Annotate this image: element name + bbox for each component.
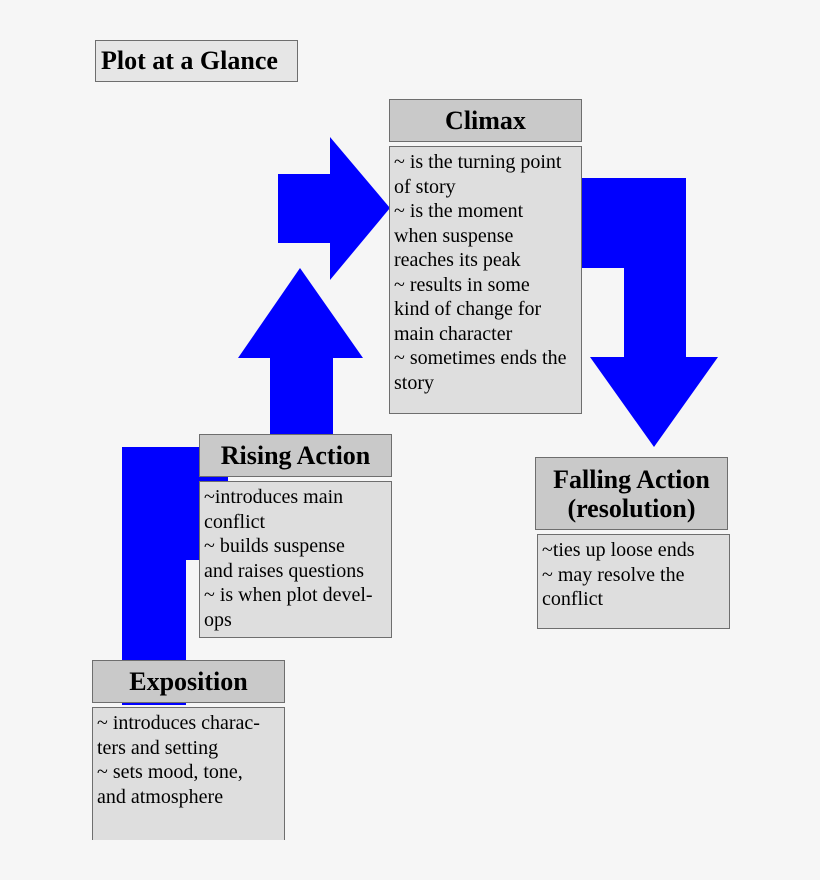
climax-line: reaches its peak (394, 249, 521, 271)
exposition-line: ~ sets mood, tone, (97, 761, 243, 783)
rising-action-line: ~ builds suspense (204, 535, 345, 557)
exposition-heading: Exposition (92, 660, 285, 703)
rising-action-heading: Rising Action (199, 434, 392, 477)
rising-action-line: and raises questions (204, 559, 364, 582)
climax-line: when suspense (394, 224, 514, 247)
falling-action-heading: Falling Action (resolution) (535, 457, 728, 530)
falling-action-heading-line1: Falling Action (553, 464, 710, 494)
exposition-heading-text: Exposition (129, 666, 248, 696)
exposition-line: ters and setting (97, 736, 219, 759)
exposition-line: ~ introduces charac- (97, 712, 260, 734)
rising-action-heading-text: Rising Action (220, 440, 371, 470)
falling-action-heading-line2: (resolution) (567, 493, 696, 523)
rising-action-line: ~ is when plot devel- (204, 584, 373, 606)
falling-action-line: ~ties up loose ends (542, 539, 695, 561)
falling-action-line: conflict (542, 588, 604, 610)
rising-action-line: ~introduces main (204, 486, 344, 508)
climax-right-arrow (278, 137, 390, 280)
climax-line: main character (394, 322, 513, 345)
climax-line: ~ is the turning point (394, 151, 562, 173)
rising-action-line: conflict (204, 510, 266, 533)
climax-heading-text: Climax (445, 105, 526, 135)
climax-line: ~ is the moment (394, 200, 524, 222)
climax-line: ~ sometimes ends the (394, 347, 567, 369)
exposition-line: and atmosphere (97, 785, 224, 808)
falling-action-description: ~ties up loose ends ~ may resolve the co… (537, 534, 730, 629)
climax-line: kind of change for (394, 298, 542, 320)
diagram-title: Plot at a Glance (95, 40, 298, 82)
climax-heading: Climax (389, 99, 582, 142)
rising-action-line: ops (204, 608, 232, 631)
rising-action-description: ~introduces main conflict ~ builds suspe… (199, 481, 392, 638)
climax-line: ~ results in some (394, 273, 530, 296)
climax-description: ~ is the turning point of story ~ is the… (389, 146, 582, 414)
climax-line: of story (394, 175, 456, 198)
falling-down-arrow (582, 178, 718, 447)
falling-action-line: ~ may resolve the (542, 563, 685, 586)
exposition-description: ~ introduces charac- ters and setting ~ … (92, 707, 285, 840)
rising-up-arrow (238, 268, 363, 436)
climax-line: story (394, 371, 434, 394)
